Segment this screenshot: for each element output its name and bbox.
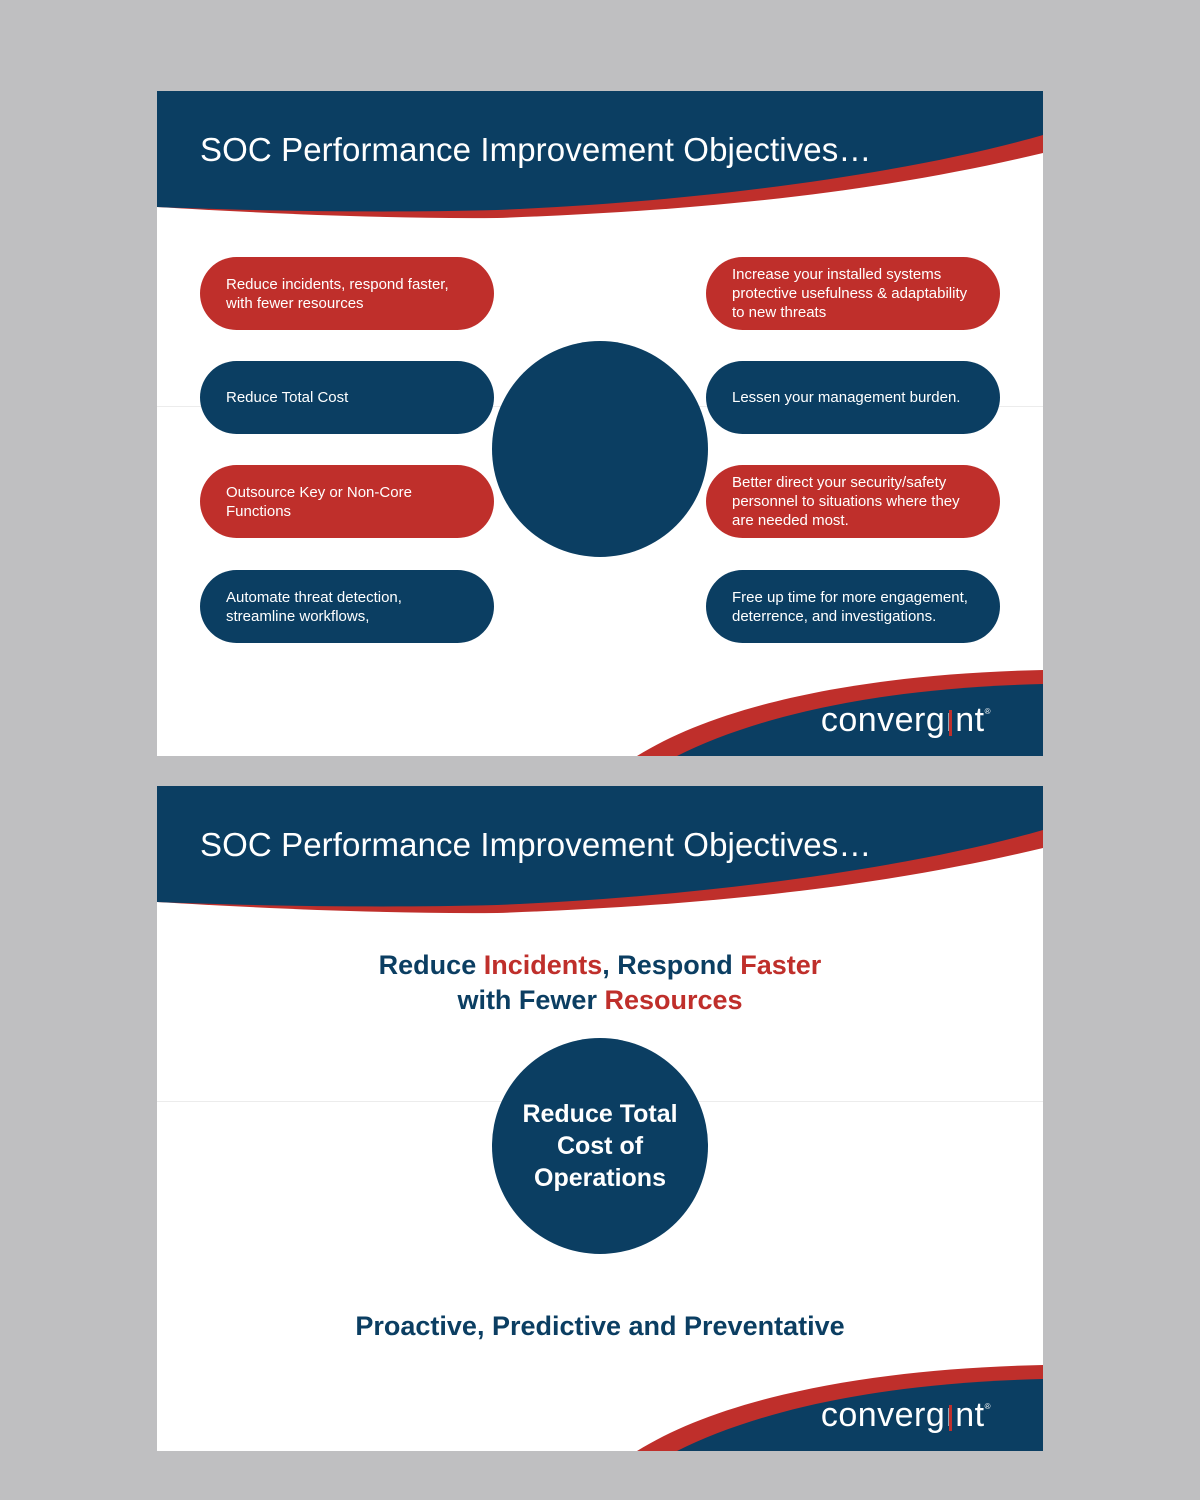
objective-pill-lessen-burden: Lessen your management burden.: [706, 361, 1000, 434]
objective-pill-free-up-time: Free up time for more engagement, deterr…: [706, 570, 1000, 643]
logo-text-end: nt: [955, 701, 985, 739]
registered-mark: ®: [984, 707, 991, 716]
headline-line-1: Reduce Incidents, Respond Faster: [157, 948, 1043, 983]
objective-pill-reduce-incidents: Reduce incidents, respond faster, with f…: [200, 257, 494, 330]
logo-i-mark: ı: [945, 1396, 955, 1435]
objective-pill-direct-personnel: Better direct your security/safety perso…: [706, 465, 1000, 538]
objective-pill-automate: Automate threat detection, streamline wo…: [200, 570, 494, 643]
registered-mark: ®: [984, 1402, 991, 1411]
center-circle: Reduce Total Cost of Operations: [492, 1038, 708, 1254]
headline-word-highlight: Incidents: [483, 950, 603, 980]
slide-title: SOC Performance Improvement Objectives…: [200, 131, 872, 168]
convergint-logo: convergınt®: [821, 1396, 991, 1435]
headline: Reduce Incidents, Respond Faster with Fe…: [157, 948, 1043, 1018]
center-circle: [492, 341, 708, 557]
logo-red-stem-icon: [949, 710, 953, 736]
logo-text-start: converg: [820, 1396, 946, 1434]
convergint-logo: convergınt®: [821, 701, 991, 740]
headline-word: with Fewer: [457, 985, 605, 1015]
objective-pill-increase-usefulness: Increase your installed systems protecti…: [706, 257, 1000, 330]
slide-1: SOC Performance Improvement Objectives… …: [157, 91, 1043, 756]
slide-2: SOC Performance Improvement Objectives… …: [157, 786, 1043, 1451]
header-banner: [157, 786, 1043, 914]
objective-pill-outsource: Outsource Key or Non-Core Functions: [200, 465, 494, 538]
slide-title: SOC Performance Improvement Objectives…: [200, 826, 872, 863]
footer-banner: [637, 1365, 1043, 1451]
headline-word-highlight: Resources: [604, 985, 743, 1015]
headline-line-2: with Fewer Resources: [157, 983, 1043, 1018]
objective-pill-reduce-total-cost: Reduce Total Cost: [200, 361, 494, 434]
logo-i-mark: ı: [945, 701, 955, 740]
logo-text-end: nt: [955, 1396, 985, 1434]
headline-word: Reduce: [378, 950, 484, 980]
headline-word-highlight: Faster: [740, 950, 822, 980]
headline-word: , Respond: [602, 950, 741, 980]
logo-text-start: converg: [820, 701, 946, 739]
footer-banner: [637, 670, 1043, 756]
logo-red-stem-icon: [949, 1405, 953, 1431]
tagline: Proactive, Predictive and Preventative: [355, 1311, 845, 1341]
header-banner: [157, 91, 1043, 219]
